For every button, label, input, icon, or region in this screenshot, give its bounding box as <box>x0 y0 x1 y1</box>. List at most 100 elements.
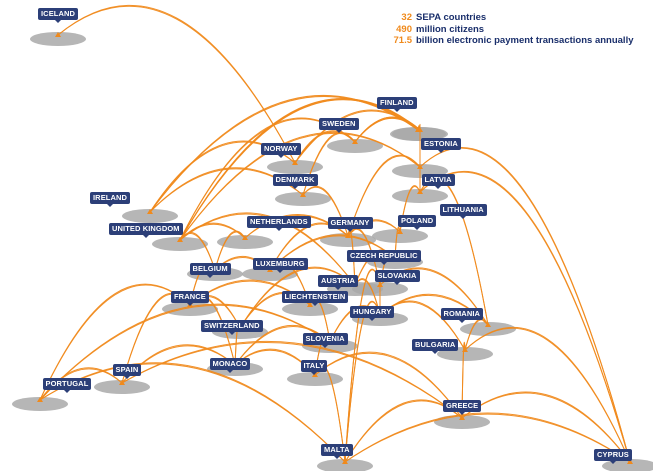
node-pin-sweden <box>352 139 358 144</box>
link-norway-sweden <box>294 131 356 164</box>
link-romania-bulgaria <box>464 319 489 351</box>
node-pin-romania <box>485 322 491 327</box>
link-ireland-finland <box>149 96 419 213</box>
stat-text: SEPA countries <box>416 12 487 23</box>
country-label-finland: FINLAND <box>377 97 417 112</box>
node-pin-bulgaria <box>462 347 468 352</box>
node-ellipse-portugal <box>12 397 68 411</box>
node-pin-greece <box>459 415 465 420</box>
country-label-spain: SPAIN <box>112 364 142 379</box>
country-label-portugal: PORTUGAL <box>42 378 92 393</box>
node-pin-poland <box>397 229 403 234</box>
node-pin-malta <box>342 459 348 464</box>
link-greece-cyprus <box>461 392 631 463</box>
node-ellipse-malta <box>317 459 373 471</box>
link-iceland-norway <box>57 5 296 164</box>
node-pin-iceland <box>55 32 61 37</box>
stat-value: 32 <box>401 12 412 23</box>
link-portugal-slovenia <box>39 304 331 401</box>
country-label-belgium: BELGIUM <box>189 263 231 278</box>
country-label-romania: ROMANIA <box>440 308 484 323</box>
link-bulgaria-cyprus <box>464 327 631 463</box>
stat-row: 490 million citizens <box>380 24 634 36</box>
country-label-poland: POLAND <box>398 215 437 230</box>
country-label-slovakia: SLOVAKIA <box>374 270 420 285</box>
country-label-ireland: IRELAND <box>90 192 131 207</box>
node-ellipse-united-kingdom <box>152 237 208 251</box>
link-latvia-cyprus <box>419 147 631 463</box>
node-ellipse-ireland <box>122 209 178 223</box>
node-ellipse-lithuania <box>392 189 448 203</box>
link-united-kingdom-belgium <box>179 233 216 271</box>
node-ellipse-iceland <box>30 32 86 46</box>
node-ellipse-spain <box>94 380 150 394</box>
link-italy-greece <box>314 352 463 419</box>
node-ellipse-poland <box>372 229 428 243</box>
stat-text: billion electronic payment transactions … <box>416 35 634 46</box>
country-label-austria: AUSTRIA <box>318 275 359 290</box>
node-pin-liechtenstein <box>307 302 313 307</box>
country-label-netherlands: NETHERLANDS <box>247 216 311 231</box>
country-nodes <box>12 32 653 471</box>
country-label-switzerland: SWITZERLAND <box>201 320 263 335</box>
country-label-sweden: SWEDEN <box>319 118 359 133</box>
link-bulgaria-greece <box>461 342 466 419</box>
link-malta-hungary <box>344 301 381 463</box>
node-ellipse-denmark <box>275 192 331 206</box>
node-ellipse-sweden <box>327 139 383 153</box>
node-pin-norway <box>292 160 298 165</box>
link-latvia-germany <box>347 155 421 237</box>
node-pin-portugal <box>37 397 43 402</box>
country-label-liechtenstein: LIECHTENSTEIN <box>281 291 349 306</box>
link-netherlands-belgium <box>214 231 246 271</box>
node-pin-denmark <box>300 192 306 197</box>
sepa-stats: 32 SEPA countries 490 million citizens 71.… <box>380 12 634 47</box>
country-label-denmark: DENMARK <box>272 174 318 189</box>
country-label-greece: GREECE <box>443 400 482 415</box>
link-sweden-estonia <box>354 117 421 143</box>
country-label-italy: ITALY <box>300 360 328 375</box>
node-pin-germany <box>345 233 351 238</box>
link-malta-cyprus <box>344 413 631 463</box>
node-pin-spain <box>119 380 125 385</box>
country-label-hungary: HUNGARY <box>350 306 395 321</box>
country-label-norway: NORWAY <box>261 143 301 158</box>
link-iceland-norway <box>57 4 296 164</box>
node-ellipse-greece <box>434 415 490 429</box>
node-pin-slovakia <box>377 282 383 287</box>
link-luxemburg-czech-republic <box>269 235 396 271</box>
node-pin-estonia <box>417 127 423 132</box>
country-label-united-kingdom: UNITED KINGDOM <box>109 223 183 238</box>
node-pin-latvia <box>417 164 423 169</box>
node-pin-lithuania <box>417 189 423 194</box>
stat-value: 490 <box>396 23 412 35</box>
node-pin-netherlands <box>242 235 248 240</box>
country-label-cyprus: CYPRUS <box>594 449 632 464</box>
country-label-slovenia: SLOVENIA <box>302 333 348 348</box>
stat-value: 71.5 <box>393 35 413 46</box>
country-label-germany: GERMANY <box>327 217 373 232</box>
country-label-malta: MALTA <box>321 444 353 459</box>
link-spain-portugal <box>39 368 123 401</box>
country-label-lithuania: LITHUANIA <box>439 204 487 219</box>
country-label-czech-republic: CZECH REPUBLIC <box>347 250 421 265</box>
node-pin-ireland <box>147 209 153 214</box>
country-label-estonia: ESTONIA <box>421 138 461 153</box>
country-label-iceland: ICELAND <box>38 8 79 23</box>
country-label-latvia: LATVIA <box>421 174 455 189</box>
node-ellipse-norway <box>267 160 323 174</box>
country-label-bulgaria: BULGARIA <box>412 339 459 354</box>
link-latvia-cyprus <box>419 147 631 463</box>
link-united-kingdom-estonia <box>179 99 421 241</box>
node-pin-united-kingdom <box>177 237 183 242</box>
stat-text: million citizens <box>416 23 485 35</box>
link-spain-greece <box>121 342 463 419</box>
country-label-luxemburg: LUXEMBURG <box>252 258 308 273</box>
stat-row: 32 SEPA countries <box>380 12 634 24</box>
country-label-monaco: MONACO <box>209 358 251 373</box>
node-pin-cyprus <box>627 459 633 464</box>
country-label-france: FRANCE <box>171 291 209 306</box>
